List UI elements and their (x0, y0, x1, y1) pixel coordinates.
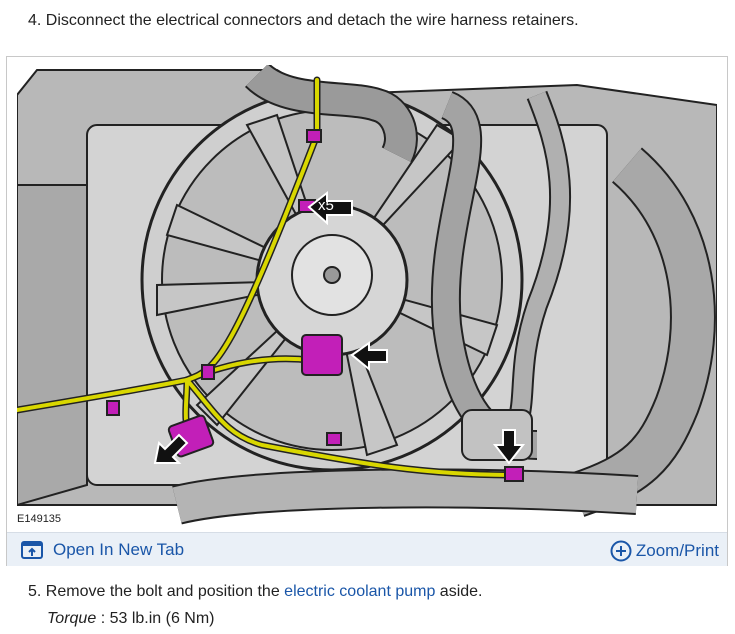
step-4-instruction: 4. Disconnect the electrical connectors … (28, 12, 579, 29)
open-in-new-tab-label: Open In New Tab (53, 540, 185, 559)
multiplier-label: x5 (318, 197, 334, 214)
radiator-fan-illustration (17, 65, 717, 525)
figure-toolbar: Open In New Tab Zoom/Print (7, 532, 727, 566)
torque-label: Torque (47, 610, 97, 627)
open-new-tab-icon (21, 541, 43, 559)
step-5-instruction: 5. Remove the bolt and position the elec… (28, 583, 483, 601)
open-in-new-tab-button[interactable]: Open In New Tab (21, 540, 184, 560)
figure-id-label: E149135 (15, 513, 64, 525)
torque-value: : 53 lb.in (6 Nm) (100, 610, 215, 627)
plus-circle-icon (610, 540, 632, 562)
torque-spec: Torque : 53 lb.in (6 Nm) (47, 610, 215, 628)
multiplier-callout: x5 (318, 197, 334, 214)
electric-coolant-pump-link[interactable]: electric coolant pump (284, 583, 436, 600)
figure-frame: E149135 x5 Open In New Tab Zoom/Print (6, 56, 728, 566)
zoom-print-button[interactable]: Zoom/Print (610, 540, 719, 562)
zoom-print-label: Zoom/Print (635, 541, 719, 560)
step-5-prefix: 5. Remove the bolt and position the (28, 583, 285, 600)
step-5-suffix: aside. (435, 583, 483, 600)
